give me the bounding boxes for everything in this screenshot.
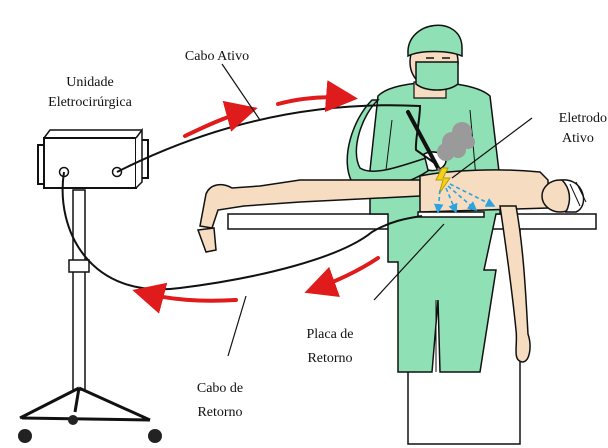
unit-box-side <box>136 130 142 188</box>
flow-arrow-out-2 <box>278 97 350 104</box>
electrosurgical-unit <box>18 130 162 443</box>
unit-box-top <box>44 130 142 138</box>
label-cabo-de: Cabo de <box>197 381 243 396</box>
unit-stand-pole <box>73 190 85 390</box>
surgeon-cap <box>408 25 462 56</box>
label-eletrodo: Eletrodo <box>559 111 607 126</box>
patient-foot <box>198 228 216 252</box>
leader-cabo-retorno <box>228 296 246 356</box>
label-unidade: Unidade <box>66 75 113 90</box>
label-ativo: Ativo <box>562 131 594 146</box>
unit-stand-collar <box>69 260 89 272</box>
caster-wheel-right <box>148 429 162 443</box>
surgeon-gown <box>370 83 500 373</box>
surgeon-mask <box>416 62 458 90</box>
unit-box <box>44 138 136 188</box>
label-retorno-placa: Retorno <box>307 351 352 366</box>
flow-arrow-back-1 <box>312 258 378 290</box>
return-plate <box>418 212 484 217</box>
unit-stand-base <box>20 388 150 420</box>
label-eletrocirurgica: Eletrocirúrgica <box>48 95 132 110</box>
label-placa-de: Placa de <box>306 327 353 342</box>
label-retorno-cabo: Retorno <box>197 405 242 420</box>
caster-wheel-middle <box>68 415 78 425</box>
flow-arrow-back-2 <box>140 292 236 301</box>
label-cabo-ativo: Cabo Ativo <box>185 49 249 64</box>
caster-wheel-left <box>18 429 32 443</box>
